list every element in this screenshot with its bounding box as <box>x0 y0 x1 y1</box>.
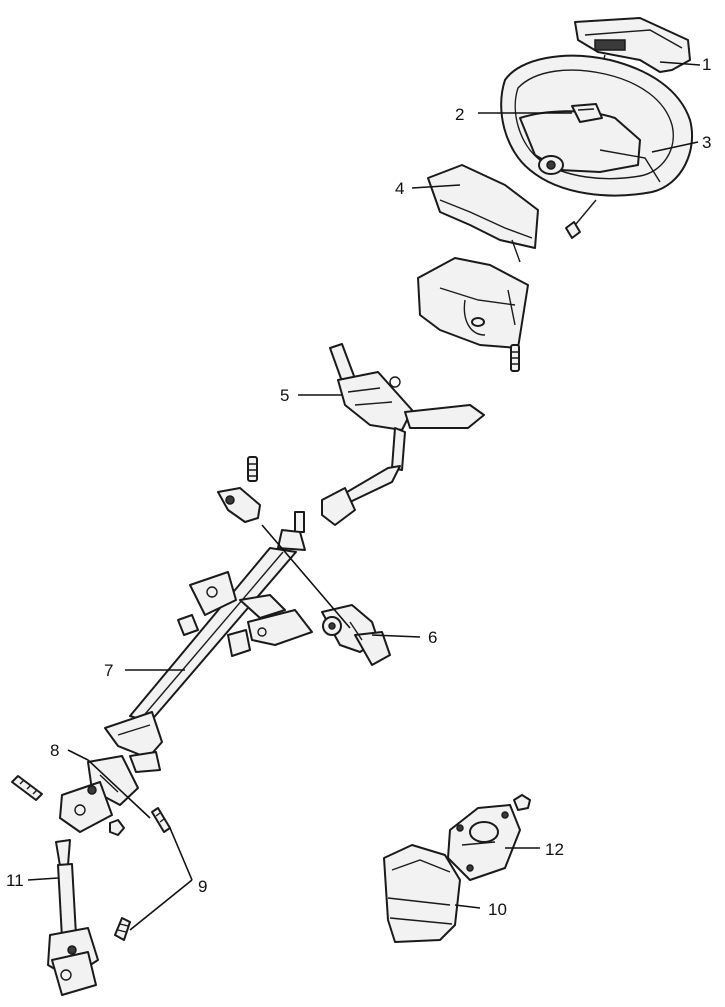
lower-joint-bolt <box>114 917 131 941</box>
callout-7: 7 <box>104 661 113 680</box>
joint-bolt-right <box>151 807 171 833</box>
steering-column <box>104 511 313 773</box>
callout-9: 9 <box>198 877 207 896</box>
joint-bolt-left <box>11 775 43 801</box>
steering-wheel-screw <box>565 199 597 239</box>
callout-labels: 1 2 3 4 5 6 7 8 9 10 11 12 <box>6 55 711 919</box>
horn-pad <box>571 103 603 123</box>
callout-12: 12 <box>545 840 564 859</box>
callout-6: 6 <box>428 628 437 647</box>
callout-5: 5 <box>280 386 289 405</box>
column-boot <box>383 844 461 943</box>
callout-8: 8 <box>50 741 59 760</box>
column-clamp-bracket <box>217 487 261 523</box>
upper-universal-joint <box>59 755 139 833</box>
ignition-lock <box>321 604 391 666</box>
column-bolt <box>247 456 258 482</box>
callout-3: 3 <box>702 133 711 152</box>
boot-plate-nut <box>513 794 531 811</box>
column-cover-screw <box>510 344 520 372</box>
combination-switch <box>321 343 485 526</box>
lower-column-cover <box>417 257 529 349</box>
steering-wheel <box>500 54 694 197</box>
callout-1: 1 <box>702 55 711 74</box>
leader-lines <box>27 61 701 931</box>
intermediate-shaft <box>47 839 99 996</box>
boot-plate <box>447 804 521 881</box>
joint-nut <box>109 819 125 836</box>
callout-4: 4 <box>395 179 404 198</box>
callout-10: 10 <box>488 900 507 919</box>
callout-11: 11 <box>6 871 24 890</box>
callout-2: 2 <box>455 105 464 124</box>
upper-column-cover <box>427 164 539 263</box>
